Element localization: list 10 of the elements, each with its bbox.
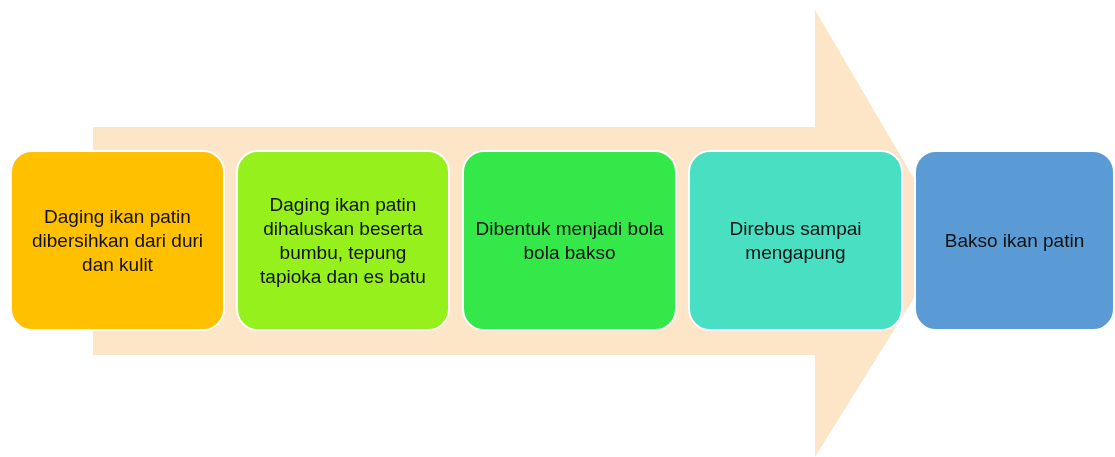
step-text: Bakso ikan patin bbox=[944, 228, 1085, 253]
process-box bbox=[236, 150, 450, 331]
process-box bbox=[462, 150, 677, 331]
step-text: Daging ikan patin dihaluskan beserta bumbu, tepung tapioka dan es batu bbox=[259, 192, 427, 289]
process-box bbox=[914, 150, 1115, 331]
process-box bbox=[688, 150, 903, 331]
step-text: Daging ikan patin dibersihkan dari duri dan kulit bbox=[30, 204, 205, 277]
step-text: Dibentuk menjadi bola bola bakso bbox=[474, 216, 665, 265]
process-box bbox=[10, 150, 225, 331]
step-text: Direbus sampai mengapung bbox=[728, 216, 863, 265]
